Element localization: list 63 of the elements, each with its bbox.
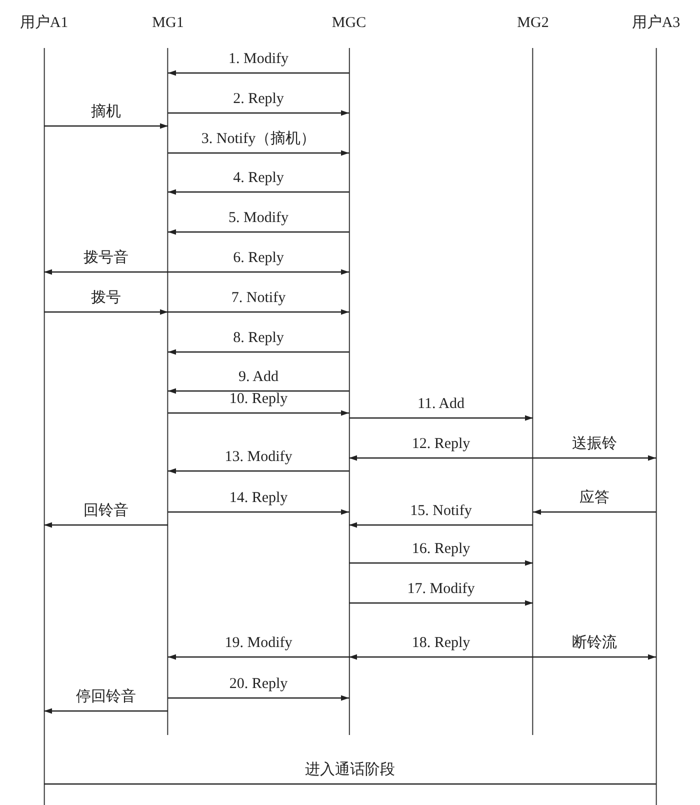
edge-label: 3. Notify（摘机） bbox=[201, 130, 316, 148]
message-arrow bbox=[168, 309, 349, 315]
edge-label: 4. Reply bbox=[233, 169, 284, 187]
edge-label: 16. Reply bbox=[412, 540, 470, 558]
edge-label: 20. Reply bbox=[229, 675, 288, 693]
message-arrow bbox=[168, 70, 349, 76]
edge-label: 12. Reply bbox=[412, 435, 470, 453]
message-arrow bbox=[168, 695, 349, 701]
message-arrow bbox=[44, 123, 168, 129]
edge-label: 拨号 bbox=[91, 289, 121, 307]
edge-label: 回铃音 bbox=[84, 502, 128, 520]
edge-label: 停回铃音 bbox=[76, 688, 136, 706]
participant-label: MG2 bbox=[517, 14, 549, 32]
message-arrow bbox=[44, 522, 168, 528]
message-arrow bbox=[533, 509, 656, 515]
message-arrow bbox=[168, 110, 349, 116]
edge-label: 13. Modify bbox=[224, 448, 292, 466]
message-arrow bbox=[168, 388, 349, 394]
edge-label: 拨号音 bbox=[84, 249, 128, 267]
message-arrow bbox=[349, 654, 533, 660]
edge-label: 进入通话阶段 bbox=[305, 761, 395, 779]
message-arrow bbox=[168, 229, 349, 235]
message-arrow bbox=[168, 509, 349, 515]
message-arrow bbox=[168, 410, 349, 416]
message-arrow bbox=[168, 189, 349, 195]
edge-label: 应答 bbox=[580, 489, 610, 507]
edge-label: 摘机 bbox=[91, 103, 121, 121]
message-arrow bbox=[168, 269, 349, 275]
message-arrow bbox=[349, 415, 533, 421]
message-arrow bbox=[349, 522, 533, 528]
edge-label: 19. Modify bbox=[224, 634, 292, 652]
message-arrow bbox=[349, 600, 533, 606]
connector-line bbox=[44, 783, 656, 785]
message-arrow bbox=[168, 654, 349, 660]
message-arrow bbox=[533, 654, 656, 660]
message-arrow bbox=[168, 349, 349, 355]
edge-label: 14. Reply bbox=[229, 489, 288, 507]
edge-label: 5. Modify bbox=[228, 209, 288, 227]
edge-label: 10. Reply bbox=[229, 390, 288, 408]
participant-label: 用户A3 bbox=[632, 14, 680, 32]
message-arrow bbox=[533, 455, 656, 461]
edge-label: 2. Reply bbox=[233, 90, 284, 108]
edge-label: 9. Add bbox=[238, 368, 278, 386]
message-arrow bbox=[349, 455, 533, 461]
edge-label: 断铃流 bbox=[572, 634, 617, 652]
message-arrow bbox=[168, 468, 349, 474]
edge-label: 7. Notify bbox=[231, 289, 286, 307]
edge-label: 11. Add bbox=[418, 395, 464, 413]
edge-label: 18. Reply bbox=[412, 634, 470, 652]
edge-label: 1. Modify bbox=[228, 50, 288, 68]
edge-label: 送振铃 bbox=[572, 435, 617, 453]
edge-label: 17. Modify bbox=[407, 580, 475, 598]
message-arrow bbox=[44, 708, 168, 714]
message-arrow bbox=[44, 269, 168, 275]
message-arrow bbox=[168, 150, 349, 156]
participant-label: 用户A1 bbox=[20, 14, 68, 32]
edge-label: 8. Reply bbox=[233, 329, 284, 347]
participant-label: MGC bbox=[332, 14, 366, 32]
message-arrow bbox=[349, 560, 533, 566]
edge-label: 15. Notify bbox=[410, 502, 472, 520]
message-arrow bbox=[44, 309, 168, 315]
edge-label: 6. Reply bbox=[233, 249, 284, 267]
participant-label: MG1 bbox=[152, 14, 184, 32]
